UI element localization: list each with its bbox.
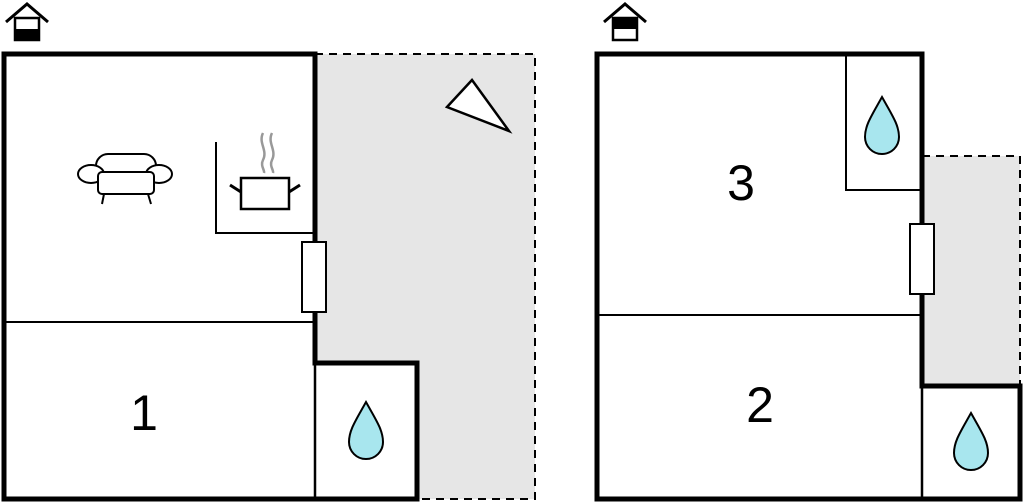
room-number-3: 3 — [727, 155, 755, 211]
upper-floor-walls — [594, 51, 1023, 502]
ground-floor-house-icon — [5, 2, 49, 42]
water-drop-icon — [952, 410, 990, 471]
upper-floor-plan: 3 2 — [594, 2, 1023, 502]
terrace — [315, 54, 535, 499]
compass-icon — [444, 78, 513, 134]
ground-floor-door — [301, 241, 327, 313]
water-drop-icon — [863, 94, 901, 155]
ground-floor-plan: 1 — [1, 2, 536, 502]
water-drop-icon — [347, 399, 385, 460]
upper-floor-house-icon — [603, 2, 647, 42]
kitchen-icon — [229, 132, 301, 211]
kitchen-nook-walls — [215, 142, 315, 234]
balcony — [922, 156, 1020, 386]
upper-floor-door — [909, 223, 935, 295]
room-number-1: 1 — [130, 385, 158, 441]
room-number-2: 2 — [746, 377, 774, 433]
balcony-dashed-edge — [922, 155, 1021, 386]
sofa-icon — [77, 153, 173, 205]
upper-bathroom-walls — [845, 54, 922, 191]
